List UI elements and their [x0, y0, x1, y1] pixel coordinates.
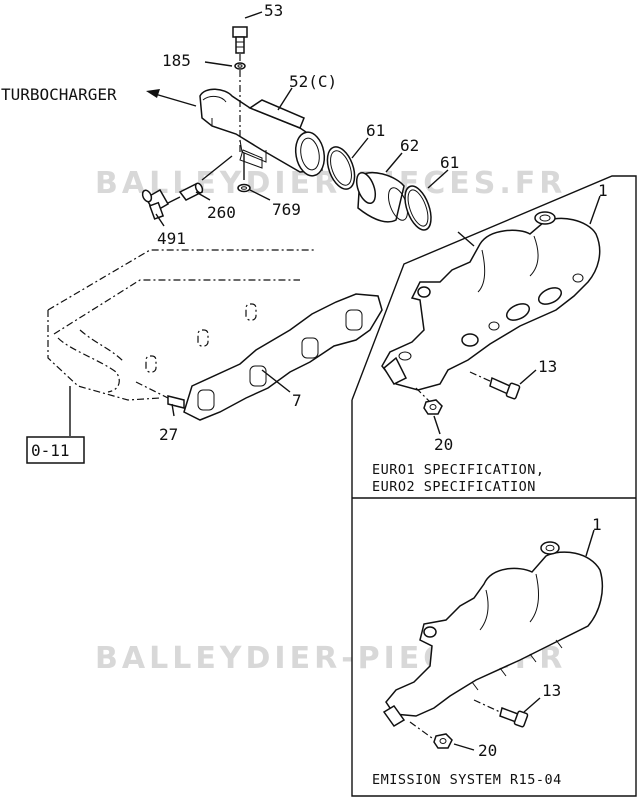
caption-emission: EMISSION SYSTEM R15-04 — [372, 772, 562, 788]
label-20-bottom: 20 — [478, 741, 497, 760]
ref-label: 0-11 — [31, 441, 70, 460]
label-491: 491 — [157, 229, 186, 248]
label-61-right: 61 — [440, 153, 459, 172]
pin-260 — [178, 182, 204, 201]
bolt-13-euro — [469, 371, 521, 400]
label-turbocharger: TURBOCHARGER — [1, 85, 117, 104]
fitting-491 — [141, 188, 170, 220]
panel-euro-spec — [351, 175, 637, 797]
label-53: 53 — [264, 1, 283, 20]
exhaust-manifold-1-euro — [381, 211, 601, 391]
hose-62 — [355, 171, 409, 223]
nut-20-euro — [415, 387, 443, 415]
label-1-top: 1 — [598, 181, 608, 200]
reference-box — [26, 436, 85, 464]
label-13-bottom: 13 — [542, 681, 561, 700]
turbo-pipe-52c — [199, 88, 326, 177]
caption-euro1: EURO1 SPECIFICATION, — [372, 462, 545, 478]
label-1-bottom: 1 — [592, 515, 602, 534]
washer-185 — [234, 62, 246, 70]
label-7: 7 — [292, 391, 302, 410]
gasket-7 — [183, 293, 383, 421]
watermark-top: BALLEYDIER-PIECES.FR — [95, 166, 566, 201]
label-27: 27 — [159, 425, 178, 444]
clamp-61-left — [326, 146, 356, 190]
label-13-top: 13 — [538, 357, 557, 376]
label-185: 185 — [162, 51, 191, 70]
exhaust-manifold-1-emission — [382, 541, 604, 727]
bolt-13-emission — [473, 699, 529, 728]
label-62: 62 — [400, 136, 419, 155]
label-769: 769 — [272, 200, 301, 219]
label-260: 260 — [207, 203, 236, 222]
label-20-top: 20 — [434, 435, 453, 454]
clamp-61-right — [404, 185, 432, 231]
caption-euro2: EURO2 SPECIFICATION — [372, 479, 536, 495]
bolt-53 — [232, 26, 248, 54]
nut-20-emission — [409, 721, 453, 749]
stud-27 — [135, 381, 185, 409]
label-52c: 52(C) — [289, 72, 337, 91]
washer-769 — [237, 183, 251, 193]
label-61-left: 61 — [366, 121, 385, 140]
cylinder-head-outline — [47, 249, 316, 401]
